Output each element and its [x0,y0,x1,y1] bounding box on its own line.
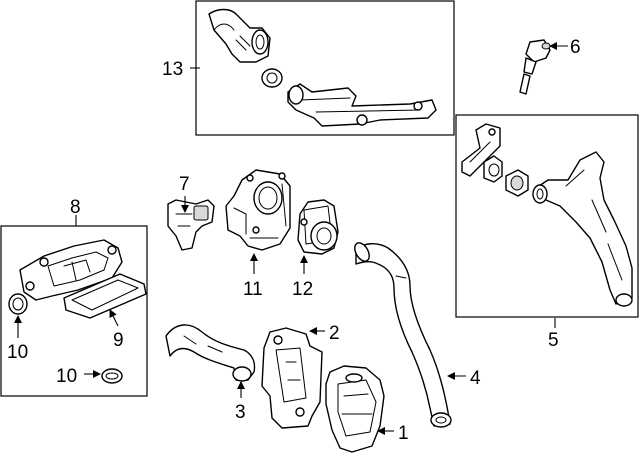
group-frame-5 [455,114,639,318]
callout-9: 9 [113,330,124,351]
callout-2: 2 [329,323,340,344]
callout-8: 8 [70,197,81,218]
part-7-position-sensor [167,199,215,251]
callout-3: 3 [235,402,246,423]
part-8-intake-cover [19,239,123,301]
part-10-o-ring-lower [101,368,123,384]
part-4-coolant-hose [354,242,452,428]
part-5-coolant-pipe-assembly [461,123,633,307]
callout-1: 1 [398,423,409,444]
group-frame-8 [0,225,148,397]
leader-lines [14,42,568,435]
part-9-gasket [63,273,147,319]
part-12-egr-valve [297,199,339,255]
part-6-temperature-sensor [519,39,551,95]
part-1-air-duct [325,365,385,453]
callout-10-upper: 10 [7,342,28,363]
part-11-throttle-body [225,169,291,251]
callout-6: 6 [570,37,581,58]
part-13-water-outlet-assembly [208,8,437,127]
callout-7: 7 [179,174,190,195]
part-2-bracket [261,327,323,429]
callout-10-lower: 10 [56,366,77,387]
callout-11: 11 [243,279,263,300]
callout-13: 13 [162,59,183,80]
part-10-o-ring-upper [8,293,28,315]
callout-4: 4 [470,368,481,389]
callout-12: 12 [292,279,313,300]
callout-5: 5 [548,330,559,351]
part-3-intake-hose [165,324,256,382]
